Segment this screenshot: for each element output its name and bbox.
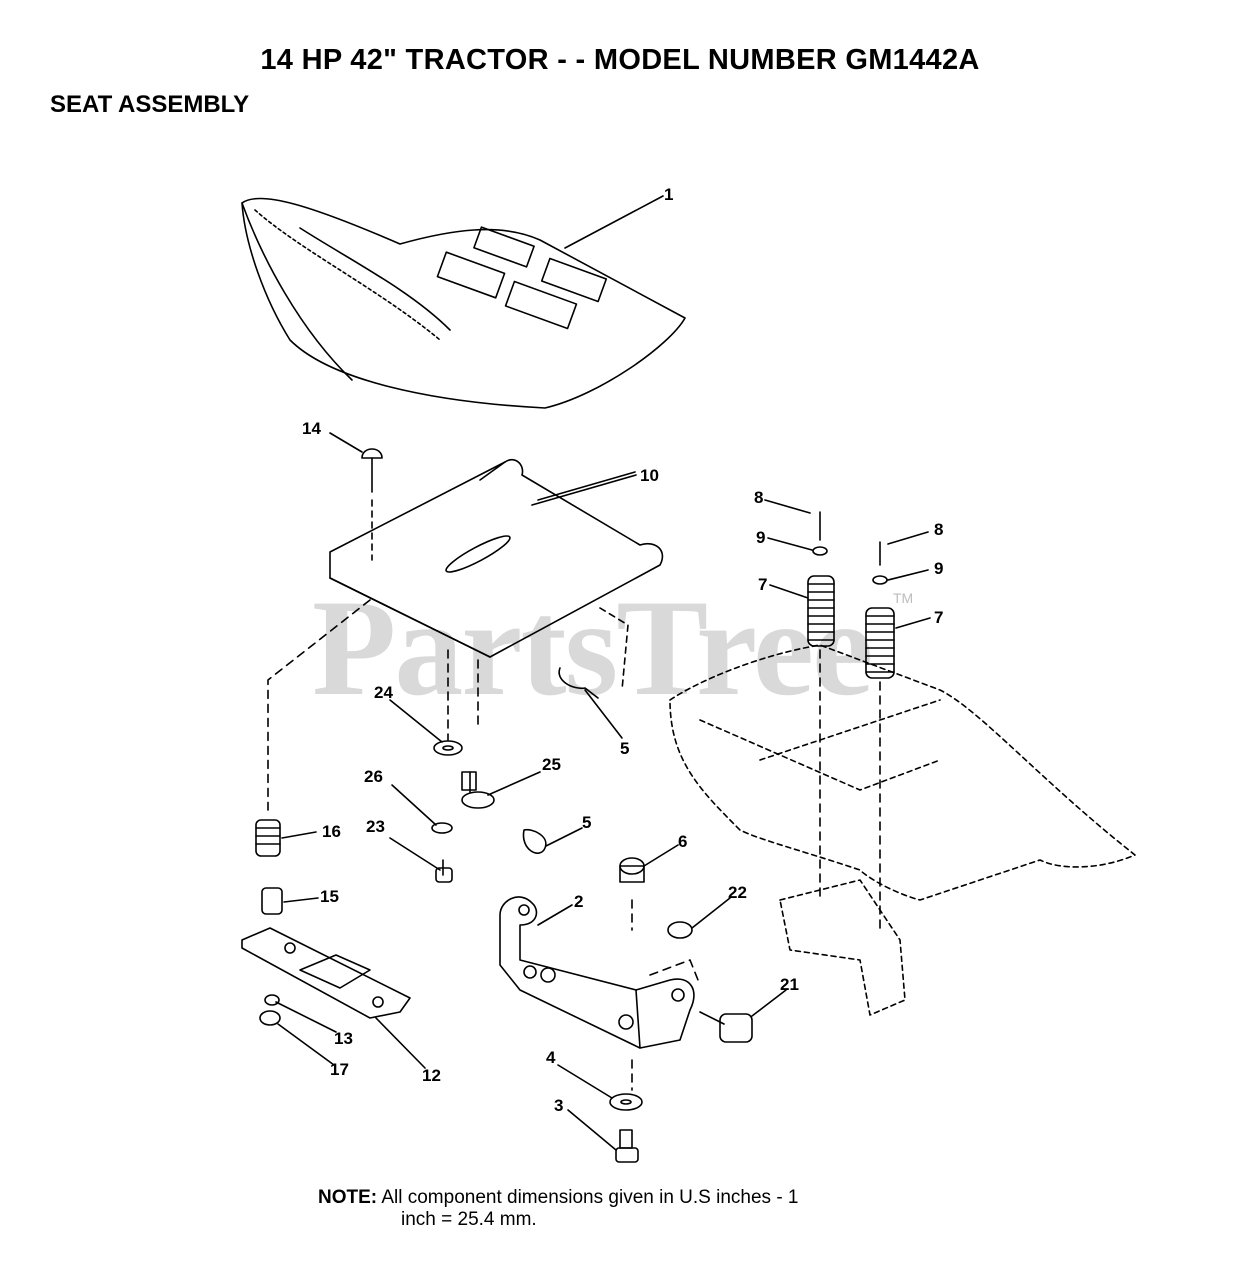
- seat-pan-part: [329, 458, 664, 691]
- callout-5: 5: [582, 813, 592, 832]
- callout-9: 9: [934, 559, 944, 578]
- callout-7: 7: [934, 608, 944, 627]
- callout-3: 3: [554, 1096, 564, 1115]
- callout-5: 5: [620, 739, 630, 758]
- callout-6: 6: [678, 832, 688, 851]
- callout-2: 2: [574, 892, 584, 911]
- callout-24: 24: [374, 683, 393, 702]
- note-line-2: inch = 25.4 mm.: [401, 1209, 537, 1230]
- note-label: NOTE:: [318, 1187, 378, 1208]
- carriage-bolt-part: [329, 432, 383, 561]
- callout-21: 21: [780, 975, 799, 994]
- callout-22: 22: [728, 883, 747, 902]
- seat-bracket-part: [499, 896, 695, 1049]
- page-title: 14 HP 42" TRACTOR - - MODEL NUMBER GM144…: [260, 44, 980, 76]
- callout-1: 1: [664, 185, 674, 204]
- callout-7: 7: [758, 575, 768, 594]
- spring-parts: [807, 511, 895, 931]
- callout-8: 8: [934, 520, 944, 539]
- callout-15: 15: [320, 887, 339, 906]
- note-line-1: All component dimensions given in U.S in…: [381, 1187, 799, 1208]
- callout-25: 25: [542, 755, 561, 774]
- hardware-parts: [431, 667, 753, 1163]
- callout-4: 4: [546, 1048, 556, 1067]
- callout-9: 9: [756, 528, 766, 547]
- section-title: SEAT ASSEMBLY: [50, 91, 250, 118]
- leader-lines: [275, 471, 931, 1151]
- seat-part: [241, 195, 686, 409]
- spring-bushing-parts: [255, 819, 283, 915]
- tractor-frame-outline: [669, 644, 1136, 1016]
- callout-26: 26: [364, 767, 383, 786]
- callout-14: 14: [302, 419, 321, 438]
- watermark-trademark: TM: [893, 590, 914, 606]
- callout-12: 12: [422, 1066, 441, 1085]
- adjustment-plate-part: [241, 927, 411, 1026]
- callout-10: 10: [640, 466, 659, 485]
- callout-8: 8: [754, 488, 764, 507]
- hidden-assembly-lines: [267, 599, 701, 1091]
- callout-17: 17: [330, 1060, 349, 1079]
- dimension-note: NOTE: All component dimensions given in …: [318, 1187, 799, 1231]
- callout-16: 16: [322, 822, 341, 841]
- watermark: PartsTree: [312, 571, 873, 724]
- callout-23: 23: [366, 817, 385, 836]
- callout-13: 13: [334, 1029, 353, 1048]
